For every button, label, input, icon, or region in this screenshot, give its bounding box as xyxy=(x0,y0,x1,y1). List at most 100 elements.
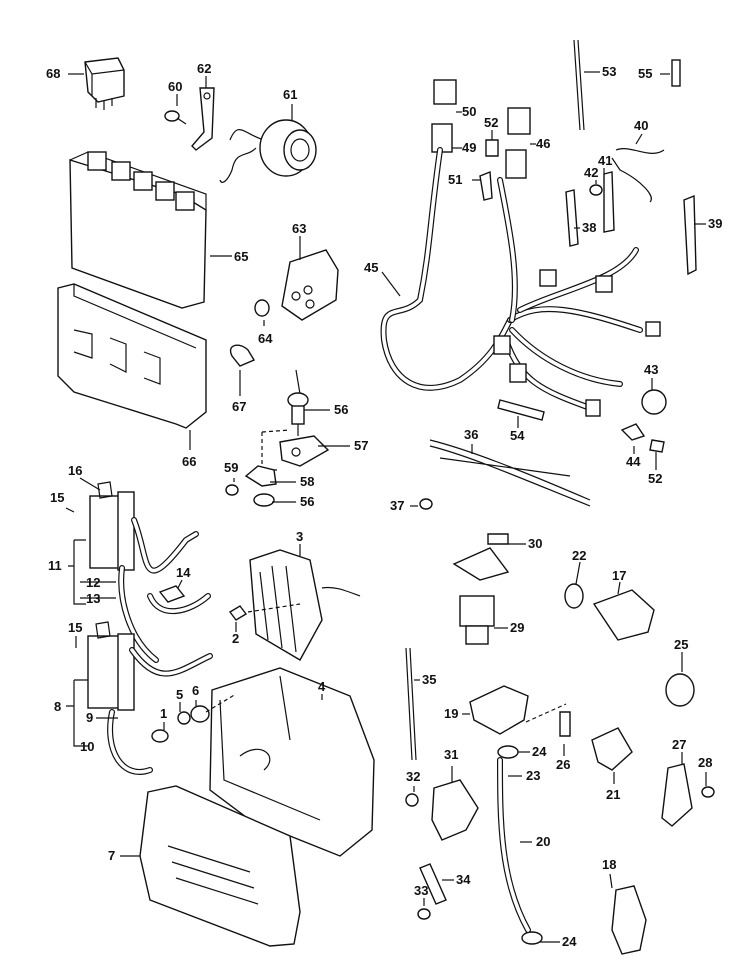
part-53-cable-tie xyxy=(573,39,585,131)
part-7-cover xyxy=(139,785,301,947)
part-34-clip xyxy=(419,863,447,905)
part-51-bracket xyxy=(479,170,493,201)
part-39-bracket xyxy=(683,194,697,276)
part-41-bracket xyxy=(603,171,615,233)
callout-49: 49 xyxy=(462,140,477,155)
callout-46: 46 xyxy=(536,136,551,151)
callout-8: 8 xyxy=(54,699,62,714)
callout-1: 1 xyxy=(160,706,168,721)
part-14-clip xyxy=(158,585,186,603)
part-17-sensor xyxy=(592,589,655,641)
callout-55: 55 xyxy=(638,66,653,81)
callout-4: 4 xyxy=(318,679,326,694)
part-11-ignition-coil xyxy=(89,481,135,571)
callout-24-lower: 24 xyxy=(562,934,577,949)
part-68-relay xyxy=(84,57,125,110)
callout-59: 59 xyxy=(224,460,239,475)
part-8-ignition-coil xyxy=(87,621,135,711)
callout-39: 39 xyxy=(708,216,723,231)
part-6-grommet xyxy=(190,705,210,723)
callout-13: 13 xyxy=(86,591,101,606)
callout-33: 33 xyxy=(414,883,429,898)
part-60-screw xyxy=(164,110,187,125)
callout-7: 7 xyxy=(108,848,116,863)
part-25-ring xyxy=(665,673,695,707)
part-46-connector xyxy=(507,107,531,135)
callout-9: 9 xyxy=(86,710,94,725)
callout-61: 61 xyxy=(283,87,298,102)
callout-19: 19 xyxy=(444,706,459,721)
callout-3: 3 xyxy=(296,529,304,544)
part-52-bolt-b xyxy=(649,439,665,453)
part-19-sensor xyxy=(469,685,529,735)
callout-42: 42 xyxy=(584,165,599,180)
callout-29: 29 xyxy=(510,620,525,635)
callout-54: 54 xyxy=(510,428,525,443)
callout-35: 35 xyxy=(422,672,437,687)
callout-56: 56 xyxy=(334,402,349,417)
part-61-meter xyxy=(219,119,317,183)
callout-21: 21 xyxy=(606,787,621,802)
part-4-bracket xyxy=(209,667,375,857)
part-32-bolt xyxy=(405,793,419,807)
callout-5: 5 xyxy=(176,687,184,702)
part-46-connector-b xyxy=(505,149,527,179)
part-30-screw xyxy=(487,533,509,545)
callout-45: 45 xyxy=(364,260,379,275)
callout-30: 30 xyxy=(528,536,543,551)
part-63-coupler xyxy=(281,249,339,321)
part-40-lead xyxy=(611,148,665,203)
part-36-harness xyxy=(429,439,591,507)
callout-10: 10 xyxy=(80,739,95,754)
part-5-washer xyxy=(177,711,191,725)
callout-57: 57 xyxy=(354,438,369,453)
callout-43: 43 xyxy=(644,362,659,377)
part-43-sensor xyxy=(641,389,667,415)
callout-15: 15 xyxy=(50,490,65,505)
part-26-screw xyxy=(559,711,571,737)
callout-64: 64 xyxy=(258,331,273,346)
callout-66: 66 xyxy=(182,454,197,469)
callout-52: 52 xyxy=(484,115,499,130)
callout-28: 28 xyxy=(698,755,713,770)
part-62-bracket xyxy=(191,87,215,151)
part-31-sensor xyxy=(431,779,479,841)
part-21-switch xyxy=(591,727,633,771)
callout-36: 36 xyxy=(464,427,479,442)
callout-44: 44 xyxy=(626,454,641,469)
part-52-bolt xyxy=(485,139,499,157)
callout-53: 53 xyxy=(602,64,617,79)
callout-38: 38 xyxy=(582,220,597,235)
part-59-bolt xyxy=(225,484,239,496)
callout-15-lower: 15 xyxy=(68,620,83,635)
part-22-washer xyxy=(564,583,584,609)
part-27-bracket xyxy=(661,763,693,827)
callout-26: 26 xyxy=(556,757,571,772)
part-37-screw xyxy=(419,498,433,510)
part-28-bolt xyxy=(701,786,715,798)
part-57-plate xyxy=(279,435,330,467)
part-44-clip xyxy=(620,423,646,441)
callout-31: 31 xyxy=(444,747,459,762)
part-18-valve xyxy=(611,885,647,955)
callout-25: 25 xyxy=(674,637,689,652)
callout-23: 23 xyxy=(526,768,541,783)
part-55-spacer xyxy=(671,59,681,87)
callout-27: 27 xyxy=(672,737,687,752)
part-33-screw xyxy=(417,908,431,920)
callout-68: 68 xyxy=(46,66,61,81)
leader-lines xyxy=(65,71,707,943)
callout-37: 37 xyxy=(390,498,405,513)
part-1-bolt xyxy=(151,729,169,743)
callout-52-lower: 52 xyxy=(648,471,663,486)
part-54-sleeve xyxy=(497,399,545,421)
callout-2: 2 xyxy=(232,631,240,646)
part-29-sensor xyxy=(452,547,510,645)
callout-65: 65 xyxy=(234,249,249,264)
callout-50: 50 xyxy=(462,104,477,119)
callout-22: 22 xyxy=(572,548,587,563)
callout-20: 20 xyxy=(536,834,551,849)
callout-32: 32 xyxy=(406,769,421,784)
callout-41: 41 xyxy=(598,153,613,168)
callout-51: 51 xyxy=(448,172,463,187)
